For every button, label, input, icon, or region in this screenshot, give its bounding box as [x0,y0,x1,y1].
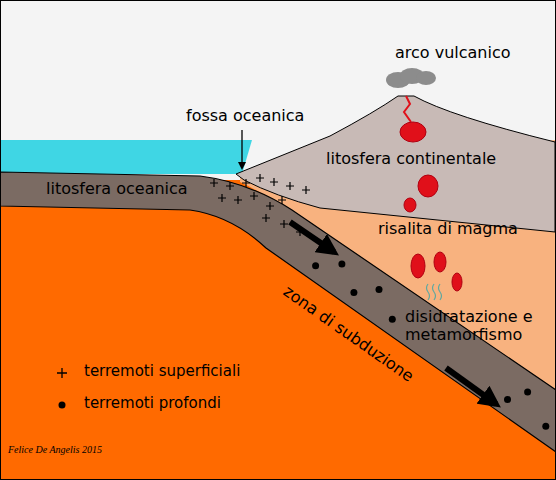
trench-pointer [241,130,242,168]
magma-conduit [404,96,411,122]
deep-quake [389,316,396,323]
deep-quake [524,389,531,396]
deep-quake [312,262,319,269]
shallow-quake [302,186,310,194]
dehydration-fluids [427,284,442,300]
deep-quake [504,396,511,403]
shallow-quake [226,182,234,190]
shallow-quake [250,192,258,200]
author-signature: Felice De Angelis 2015 [8,444,102,455]
shallow-quake [242,179,250,187]
deep-quake [338,261,345,268]
magma-rise-label: risalita di magma [378,220,518,238]
legend-dot-sample [59,402,66,409]
shallow-quake [210,179,218,187]
legend-plus-sample [57,368,67,378]
volcanic-arc-label: arco vulcanico [395,44,511,62]
deep-quake [350,289,357,296]
shallow-quake [296,228,304,236]
deep-quake [376,286,383,293]
oceanic-slab [0,172,556,452]
oceanic-lithosphere-label: litosfera oceanica [46,180,188,198]
shallow-quake [270,178,278,186]
shallow-quake [286,182,294,190]
shallow-quake [280,220,288,228]
legend-text: terremoti superficiali [84,363,240,380]
legend-samples [57,368,67,409]
shallow-quake [218,194,226,202]
dehydration-label: disidratazione e metamorfismo [405,308,550,345]
earthquake-symbols [210,174,549,430]
magma-blobs [400,122,462,291]
continental-lithosphere-label: litosfera continentale [326,150,496,168]
ocean [0,140,252,174]
deep-quake [542,423,549,430]
shallow-quake [266,202,274,210]
volcanic-plume [386,68,436,88]
shallow-quake [278,196,286,204]
trench-label: fossa oceanica [186,107,304,125]
shallow-quake [256,174,264,182]
shallow-quake [234,196,242,204]
legend-text: terremoti profondi [84,395,221,412]
shallow-quake [262,214,270,222]
